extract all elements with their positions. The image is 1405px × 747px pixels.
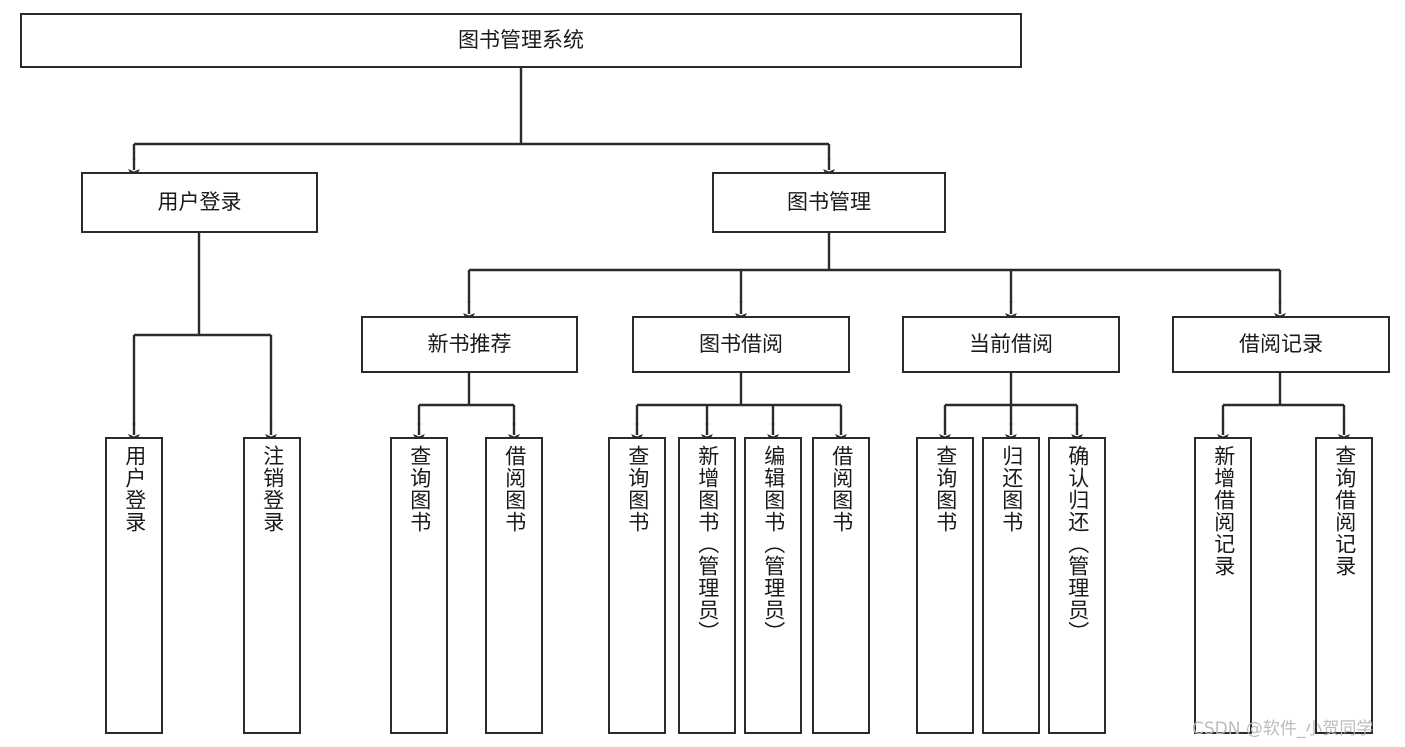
- connector-lines: [132, 68, 1346, 425]
- leaf-current-borrow-query-label: 查询图书: [933, 445, 958, 533]
- leaf-book-borrow-borrow[interactable]: 借阅图书: [812, 437, 870, 734]
- leaf-borrow-record-query[interactable]: 查询借阅记录: [1315, 437, 1373, 734]
- node-new-book-recommend-label: 新书推荐: [427, 332, 512, 357]
- leaf-book-borrow-edit[interactable]: 编辑图书（管理员）: [744, 437, 802, 734]
- leaf-user-login-login[interactable]: 用户登录: [105, 437, 163, 734]
- leaf-current-borrow-confirm-return[interactable]: 确认归还（管理员）: [1048, 437, 1106, 734]
- leaf-borrow-record-add-label: 新增借阅记录: [1211, 445, 1236, 577]
- node-user-login-label: 用户登录: [157, 190, 242, 215]
- leaf-borrow-record-query-label: 查询借阅记录: [1332, 445, 1357, 577]
- leaf-current-borrow-return-label: 归还图书: [999, 445, 1024, 533]
- leaf-book-borrow-add[interactable]: 新增图书（管理员）: [678, 437, 736, 734]
- node-new-book-recommend[interactable]: 新书推荐: [361, 316, 578, 373]
- node-borrow-record-label: 借阅记录: [1239, 332, 1323, 357]
- node-root-book-management-system[interactable]: 图书管理系统: [20, 13, 1022, 68]
- node-book-management[interactable]: 图书管理: [712, 172, 946, 233]
- leaf-new-book-borrow-label: 借阅图书: [502, 445, 527, 533]
- leaf-current-borrow-confirm-return-label: 确认归还（管理员）: [1065, 445, 1090, 643]
- leaf-new-book-borrow[interactable]: 借阅图书: [485, 437, 543, 734]
- node-borrow-record[interactable]: 借阅记录: [1172, 316, 1390, 373]
- leaf-book-borrow-edit-label: 编辑图书（管理员）: [761, 445, 786, 643]
- leaf-new-book-query-label: 查询图书: [407, 445, 432, 533]
- leaf-user-login-logout[interactable]: 注销登录: [243, 437, 301, 734]
- leaf-user-login-login-label: 用户登录: [122, 445, 147, 533]
- node-book-management-label: 图书管理: [787, 190, 871, 215]
- leaf-current-borrow-query[interactable]: 查询图书: [916, 437, 974, 734]
- connector-arrows: [134, 158, 1344, 435]
- leaf-book-borrow-add-label: 新增图书（管理员）: [695, 445, 720, 643]
- node-current-borrow-label: 当前借阅: [969, 332, 1053, 357]
- node-current-borrow[interactable]: 当前借阅: [902, 316, 1120, 373]
- node-root-label: 图书管理系统: [458, 28, 584, 53]
- leaf-borrow-record-add[interactable]: 新增借阅记录: [1194, 437, 1252, 734]
- leaf-book-borrow-borrow-label: 借阅图书: [829, 445, 854, 533]
- node-user-login[interactable]: 用户登录: [81, 172, 318, 233]
- leaf-user-login-logout-label: 注销登录: [260, 445, 285, 533]
- leaf-current-borrow-return[interactable]: 归还图书: [982, 437, 1040, 734]
- leaf-book-borrow-query[interactable]: 查询图书: [608, 437, 666, 734]
- node-book-borrow[interactable]: 图书借阅: [632, 316, 850, 373]
- node-book-borrow-label: 图书借阅: [699, 332, 783, 357]
- leaf-book-borrow-query-label: 查询图书: [625, 445, 650, 533]
- leaf-new-book-query[interactable]: 查询图书: [390, 437, 448, 734]
